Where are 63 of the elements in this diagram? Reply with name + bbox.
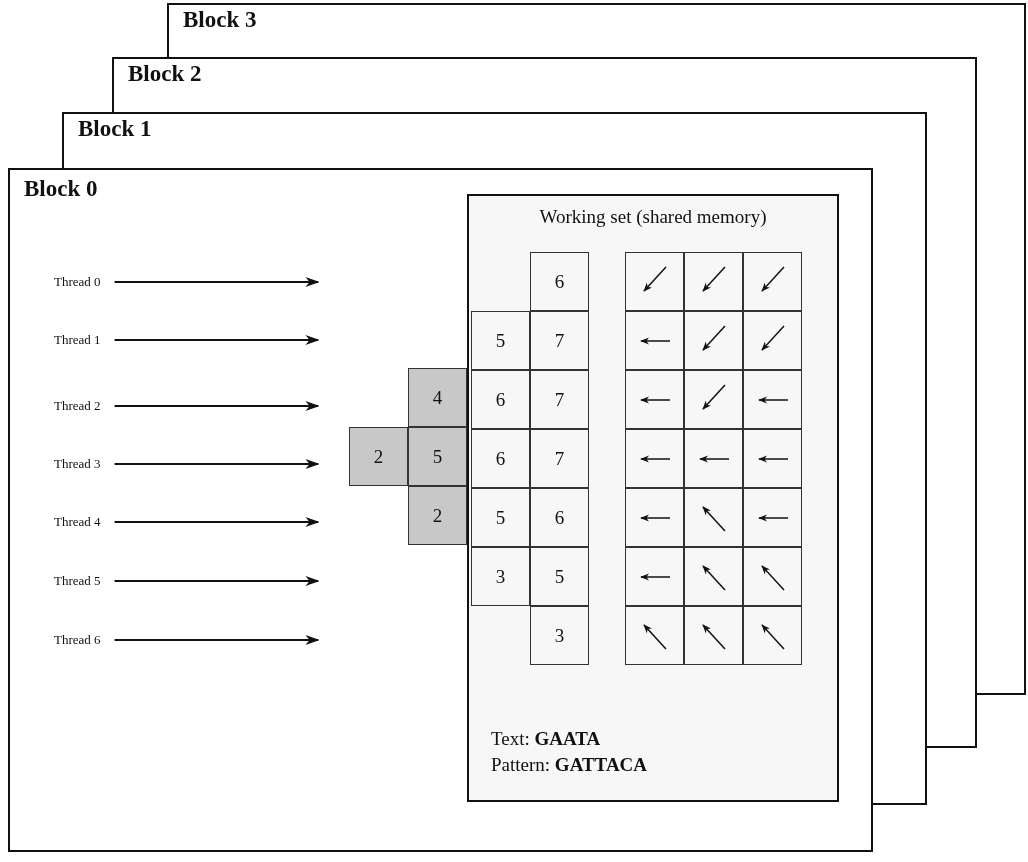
traceback-cell [684, 429, 743, 488]
score-cell: 6 [471, 429, 530, 488]
block-frame [112, 57, 977, 114]
traceback-cell [743, 429, 802, 488]
block-title: Block 0 [24, 176, 98, 202]
score-cell: 2 [349, 427, 408, 486]
score-cell: 7 [530, 311, 589, 370]
traceback-cell [684, 547, 743, 606]
score-cell: 5 [471, 311, 530, 370]
traceback-cell [684, 311, 743, 370]
score-cell: 5 [471, 488, 530, 547]
block-frame [167, 3, 1026, 59]
score-cell: 5 [408, 427, 467, 486]
traceback-cell [743, 311, 802, 370]
score-cell: 6 [471, 370, 530, 429]
arrow [113, 459, 320, 469]
score-cell: 5 [530, 547, 589, 606]
traceback-cell [743, 488, 802, 547]
block-frame [62, 112, 927, 170]
thread-label: Thread 5 [54, 573, 115, 589]
thread-label: Thread 4 [54, 514, 115, 530]
shared-memory-panel [467, 194, 839, 802]
score-cell: 3 [530, 606, 589, 665]
traceback-cell [625, 311, 684, 370]
score-cell: 6 [530, 252, 589, 311]
arrow [113, 335, 320, 345]
thread-label: Thread 6 [54, 632, 115, 648]
block-title: Block 3 [183, 7, 257, 33]
arrow [113, 635, 320, 645]
score-cell: 7 [530, 429, 589, 488]
traceback-cell [625, 252, 684, 311]
traceback-cell [684, 488, 743, 547]
thread-label: Thread 1 [54, 332, 115, 348]
arrow [113, 576, 320, 586]
arrow [113, 401, 320, 411]
arrow [113, 517, 320, 527]
traceback-cell [684, 606, 743, 665]
score-cell: 7 [530, 370, 589, 429]
traceback-cell [743, 252, 802, 311]
block-title: Block 1 [78, 116, 152, 142]
block-title: Block 2 [128, 61, 202, 87]
traceback-cell [625, 370, 684, 429]
thread-label: Thread 2 [54, 398, 115, 414]
traceback-cell [625, 547, 684, 606]
traceback-cell [743, 547, 802, 606]
arrow [113, 277, 320, 287]
thread-label: Thread 0 [54, 274, 115, 290]
traceback-cell [684, 252, 743, 311]
traceback-cell [743, 370, 802, 429]
score-cell: 3 [471, 547, 530, 606]
sequence-label: Pattern: GATTACA [491, 754, 648, 776]
traceback-cell [743, 606, 802, 665]
block-frame [8, 168, 873, 852]
thread-label: Thread 3 [54, 456, 115, 472]
sequence-label: Text: GAATA [491, 728, 601, 750]
score-cell: 6 [530, 488, 589, 547]
score-cell: 4 [408, 368, 467, 427]
score-cell: 2 [408, 486, 467, 545]
traceback-cell [625, 429, 684, 488]
panel-title: Working set (shared memory) [538, 206, 768, 228]
traceback-cell [625, 606, 684, 665]
traceback-cell [684, 370, 743, 429]
traceback-cell [625, 488, 684, 547]
